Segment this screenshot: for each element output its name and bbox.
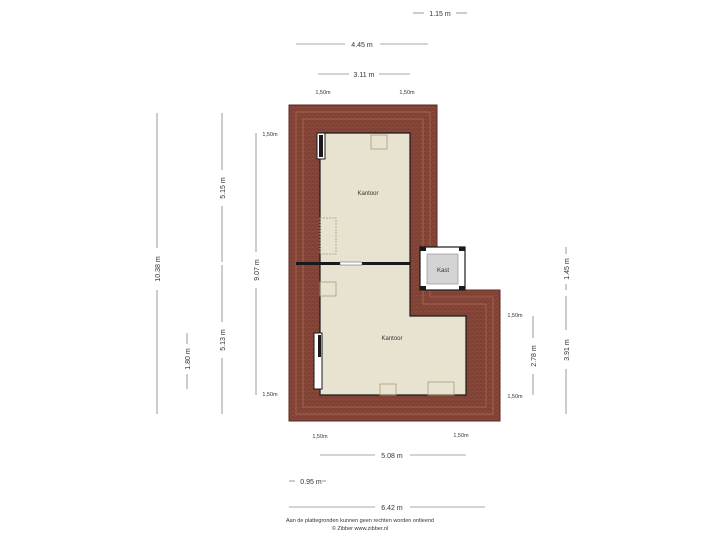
sliding-door: [339, 261, 363, 266]
roof-window-upper-left: [319, 217, 337, 255]
upper-dormer-dark: [319, 135, 323, 157]
height-top-right: 1,50m: [399, 90, 415, 96]
room-label-lower: Kantoor: [381, 336, 402, 342]
divider-wall-right: [362, 262, 410, 265]
room-label-upper: Kantoor: [357, 191, 378, 197]
closet-edge-right: [459, 247, 465, 251]
disclaimer-text: Aan de plattegronden kunnen geen rechten…: [285, 518, 434, 524]
dimension-4-45: 4.45 m: [351, 42, 373, 49]
lower-dormer: [313, 332, 323, 390]
roof-window-bottom-2: [427, 381, 455, 396]
roof-band-inner: [295, 111, 494, 415]
dimension-1-80: 1.80 m: [185, 348, 192, 370]
dimension-3-91: 3.91 m: [564, 339, 571, 361]
roof-window-top: [370, 134, 388, 150]
roof-band-inner-2: [302, 118, 487, 408]
dimension-1-15: 1.15 m: [429, 11, 451, 18]
height-left-bottom: 1,50m: [262, 392, 278, 398]
height-right-top: 1,50m: [507, 313, 523, 319]
exterior-wall: [319, 132, 467, 396]
dimension-1-45: 1.45 m: [564, 258, 571, 280]
height-bottom-left: 1,50m: [312, 434, 328, 440]
dimension-6-42: 6.42 m: [381, 505, 403, 512]
lower-dormer-dark: [318, 335, 321, 357]
closet-edge-bottom-right: [459, 286, 465, 290]
dimension-10-38: 10.38 m: [155, 256, 162, 281]
dimension-0-95: 0.95 m: [300, 479, 322, 486]
closet-inner: [426, 253, 459, 285]
height-left-top: 1,50m: [262, 132, 278, 138]
closet-edge-bottom-left: [420, 286, 426, 290]
dimension-9-07: 9.07 m: [254, 259, 261, 281]
dimension-3-11: 3.11 m: [354, 72, 375, 79]
copyright-text: © Zibber www.zibber.nl: [331, 526, 389, 532]
dimension-5-15: 5.15 m: [220, 177, 227, 199]
roof-window-bottom-1: [379, 383, 397, 396]
dimension-5-13: 5.13 m: [220, 329, 227, 351]
divider-wall-left: [296, 262, 340, 265]
height-top-left: 1,50m: [315, 90, 331, 96]
room-label-closet: Kast: [437, 268, 449, 274]
roof-window-lower-left: [319, 281, 337, 297]
closet-edge-top: [420, 247, 426, 251]
dimension-5-08: 5.08 m: [381, 453, 403, 460]
dimension-2-78: 2.78 m: [531, 345, 538, 367]
height-bottom-right: 1,50m: [453, 433, 469, 439]
height-right-bottom: 1,50m: [507, 394, 523, 400]
